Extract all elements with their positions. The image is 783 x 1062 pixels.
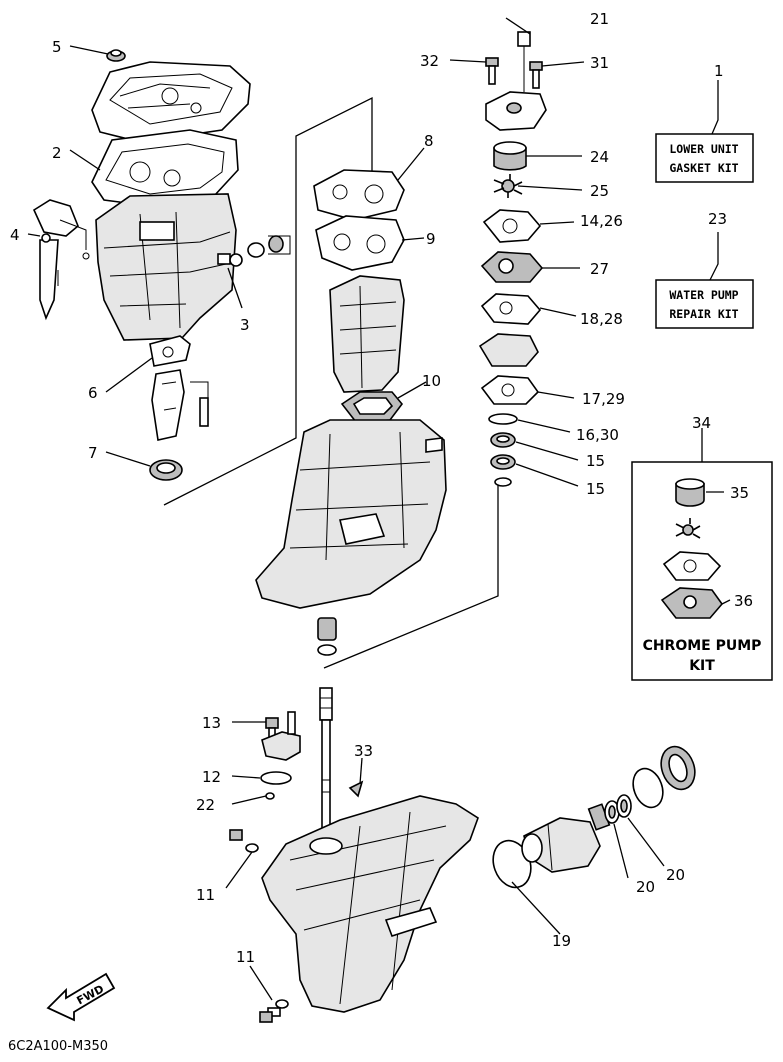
callout-13: 13 bbox=[202, 714, 221, 732]
pump-cartridge bbox=[478, 333, 539, 367]
callout-1: 1 bbox=[714, 62, 724, 80]
part-15-bearing-b bbox=[490, 454, 516, 470]
snap-ring bbox=[632, 767, 664, 809]
part-4-bracket bbox=[32, 199, 90, 321]
callout-10: 10 bbox=[422, 372, 441, 390]
exhaust-guide bbox=[329, 275, 405, 393]
callout-21: 21 bbox=[590, 10, 609, 28]
callout-36: 36 bbox=[734, 592, 753, 610]
part-16-30-oring bbox=[488, 413, 518, 425]
chrome-pump-kit-line2: KIT bbox=[689, 658, 715, 674]
lower-casing bbox=[261, 795, 479, 1017]
prop-shaft-housing bbox=[521, 817, 601, 873]
upper-case-housing bbox=[255, 419, 447, 609]
leader-lines bbox=[27, 17, 731, 1001]
part-11-bolt-upper bbox=[229, 829, 259, 853]
lower-unit-gasket-kit-box: LOWER UNIT GASKET KIT bbox=[655, 133, 754, 183]
part-21-collar bbox=[517, 31, 531, 47]
pump-base bbox=[261, 711, 301, 761]
callout-7: 7 bbox=[88, 444, 98, 462]
fwd-arrow-icon: FWD bbox=[46, 972, 116, 1022]
part-32-bolt bbox=[485, 57, 499, 85]
callout-24: 24 bbox=[590, 148, 609, 166]
diagram-code: 6C2A100-M350 bbox=[8, 1039, 108, 1054]
water-pump-kit-line1: WATER PUMP bbox=[669, 288, 738, 302]
shaft-bracket-line bbox=[323, 480, 499, 669]
chrome-pump-kit-box: CHROME PUMP KIT bbox=[631, 461, 773, 681]
part-3-fittings bbox=[217, 235, 291, 267]
part-9-gasket bbox=[315, 215, 405, 271]
callout-16-30: 16,30 bbox=[576, 426, 619, 444]
bushing bbox=[317, 617, 337, 656]
water-pump-kit-line2: REPAIR KIT bbox=[669, 307, 738, 321]
callout-14-26: 14,26 bbox=[580, 212, 623, 230]
part-18-28-gasket bbox=[480, 293, 542, 325]
part-14-26-gasket bbox=[482, 209, 542, 243]
part-15-bearing-a bbox=[490, 432, 516, 448]
part-10-seal bbox=[340, 391, 404, 423]
callout-17-29: 17,29 bbox=[582, 390, 625, 408]
lower-unit-kit-line1: LOWER UNIT bbox=[669, 142, 738, 156]
callout-3: 3 bbox=[240, 316, 250, 334]
callout-12: 12 bbox=[202, 768, 221, 786]
callout-27: 27 bbox=[590, 260, 609, 278]
callout-20-a: 20 bbox=[636, 878, 655, 896]
callout-23: 23 bbox=[708, 210, 727, 228]
callout-6: 6 bbox=[88, 384, 98, 402]
part-7-seal bbox=[149, 459, 183, 481]
callout-4: 4 bbox=[10, 226, 20, 244]
group-bracket-line bbox=[163, 96, 373, 506]
upper-cover-plate bbox=[91, 61, 251, 143]
callout-9: 9 bbox=[426, 230, 436, 248]
callout-15-a: 15 bbox=[586, 452, 605, 470]
part-17-29-gasket bbox=[480, 375, 540, 405]
callout-34: 34 bbox=[692, 414, 711, 432]
part-20-seal-a bbox=[604, 800, 620, 824]
small-washer bbox=[494, 477, 512, 487]
part-25-impeller bbox=[493, 174, 523, 198]
part-12-oring bbox=[260, 771, 292, 785]
callout-18-28: 18,28 bbox=[580, 310, 623, 328]
chrome-pump-kit-line1: CHROME PUMP bbox=[643, 638, 762, 654]
part-24-insert bbox=[493, 141, 527, 171]
part-22-oring bbox=[265, 792, 275, 800]
callout-33: 33 bbox=[354, 742, 373, 760]
upper-casing bbox=[95, 193, 237, 341]
callout-35: 35 bbox=[730, 484, 749, 502]
callout-22: 22 bbox=[196, 796, 215, 814]
drive-shaft bbox=[319, 687, 333, 831]
part-2-gasket bbox=[91, 129, 239, 207]
part-27-plate bbox=[480, 251, 544, 283]
callout-2: 2 bbox=[52, 144, 62, 162]
callout-11-a: 11 bbox=[196, 886, 215, 904]
part-20-seal-b bbox=[616, 794, 632, 818]
water-pump-repair-kit-box: WATER PUMP REPAIR KIT bbox=[655, 279, 754, 329]
callout-5: 5 bbox=[52, 38, 62, 56]
part-6-plate bbox=[149, 335, 209, 441]
callout-20-b: 20 bbox=[666, 866, 685, 884]
part-8-gasket bbox=[313, 169, 405, 221]
part-31-bolt bbox=[529, 61, 543, 89]
part-11-bolt-lower bbox=[259, 999, 289, 1023]
callout-8: 8 bbox=[424, 132, 434, 150]
lower-unit-kit-line2: GASKET KIT bbox=[669, 161, 738, 175]
part-33-cone bbox=[348, 780, 364, 798]
callout-31: 31 bbox=[590, 54, 609, 72]
callout-19: 19 bbox=[552, 932, 571, 950]
callout-25: 25 bbox=[590, 182, 609, 200]
callout-11-b: 11 bbox=[236, 948, 255, 966]
outer-bearing bbox=[660, 745, 696, 791]
callout-15-b: 15 bbox=[586, 480, 605, 498]
pump-housing bbox=[485, 46, 547, 131]
callout-32: 32 bbox=[420, 52, 439, 70]
part-5-cap bbox=[106, 49, 126, 62]
